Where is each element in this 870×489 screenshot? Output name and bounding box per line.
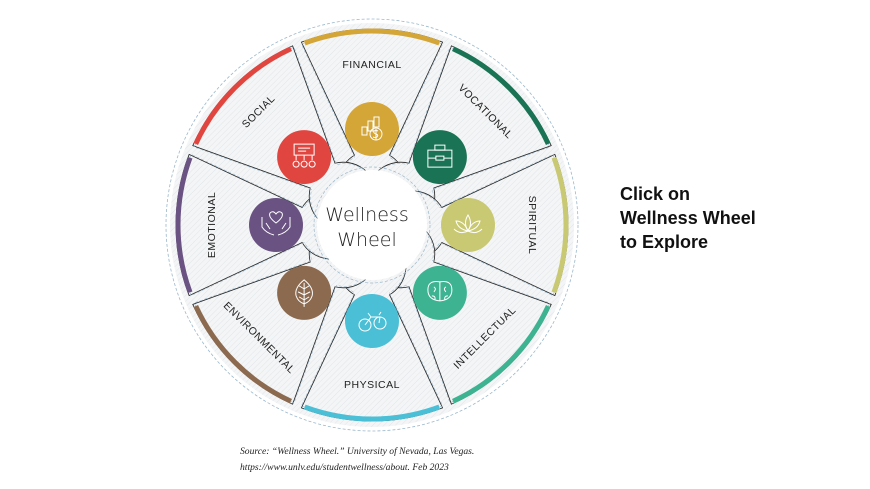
lotus-icon[interactable] <box>441 198 495 252</box>
heart-hands-icon-glyph <box>261 211 291 236</box>
source-line2: https://www.unlv.edu/studentwellness/abo… <box>240 462 449 473</box>
dollar-bars-icon[interactable] <box>345 102 399 156</box>
brain-icon[interactable] <box>412 265 467 320</box>
segment-color-arc <box>193 46 292 145</box>
leaf-icon[interactable] <box>277 265 332 320</box>
center-hub[interactable] <box>317 170 427 280</box>
segment-label-physical: PHYSICAL <box>344 379 400 391</box>
lotus-icon-glyph <box>453 214 483 234</box>
center-dashed-ring <box>313 166 431 284</box>
center-title-line1: Wellness <box>325 204 409 226</box>
segment-color-arc <box>175 156 193 294</box>
outer-dashed-ring <box>165 18 579 432</box>
wheel-center-title[interactable]: Wellness Wheel <box>312 203 422 253</box>
center-title-line2: Wheel <box>337 229 397 251</box>
segment-label-financial: FINANCIAL <box>342 59 401 71</box>
cta-line3: to Explore <box>620 232 709 252</box>
source-citation: Source: “Wellness Wheel.” University of … <box>240 444 474 476</box>
bicycle-icon[interactable] <box>345 294 399 348</box>
segment-color-arc <box>551 156 569 294</box>
cta-line1: Click on <box>620 184 691 204</box>
bicycle-icon-glyph <box>358 311 387 332</box>
segment-label-emotional: EMOTIONAL <box>206 192 218 258</box>
briefcase-icon[interactable] <box>412 130 467 185</box>
segment-color-arc <box>452 46 551 145</box>
segment-color-arc <box>303 404 441 422</box>
segment-color-arc <box>303 28 441 46</box>
presentation-people-icon[interactable] <box>277 130 332 185</box>
heart-hands-icon[interactable] <box>249 198 303 252</box>
cta-line2: Wellness Wheel <box>620 208 756 228</box>
source-line1: Source: “Wellness Wheel.” University of … <box>240 446 475 457</box>
brain-icon-glyph <box>427 281 453 302</box>
segment-color-arc <box>193 305 292 404</box>
leaf-icon-glyph <box>295 279 313 307</box>
dollar-bars-icon-glyph <box>361 116 383 141</box>
segment-color-arc <box>452 305 551 404</box>
presentation-people-icon-glyph <box>292 143 316 168</box>
segment-label-spiritual: SPIRITUAL <box>526 196 538 255</box>
click-to-explore-prompt: Click on Wellness Wheel to Explore <box>620 182 756 254</box>
briefcase-icon-glyph <box>427 144 453 168</box>
